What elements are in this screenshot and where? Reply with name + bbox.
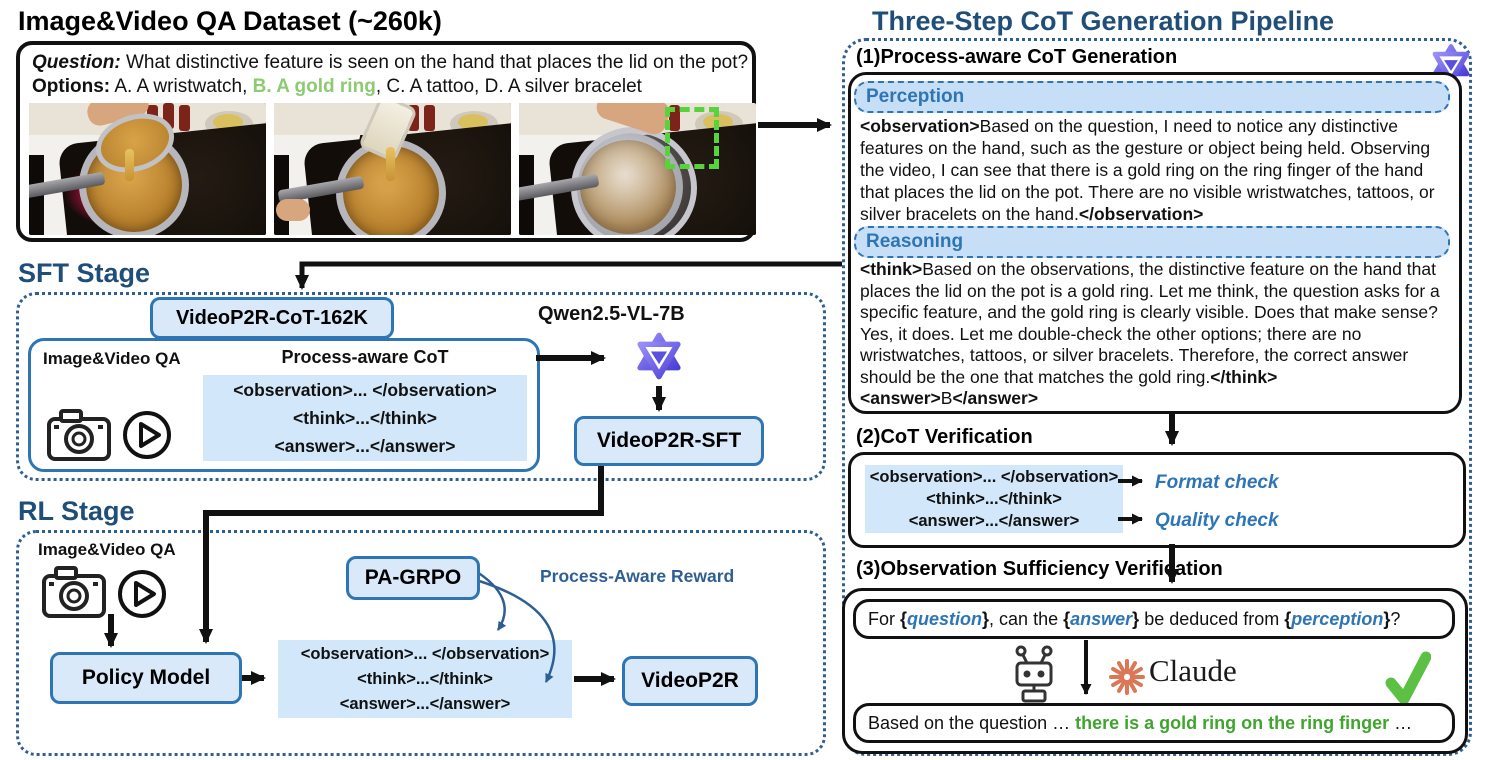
videop2r-pill: VideoP2R [622,656,758,706]
step3-box: For {question}, can the {answer} be dedu… [842,588,1468,754]
reasoning-section-label: Reasoning [854,226,1450,258]
sft-stage-title: SFT Stage [18,258,151,288]
sufficiency-result-box: Based on the question … there is a gold … [853,703,1455,743]
question-line: Question: What distinctive feature is se… [32,52,749,73]
green-dashed-roi-box [665,107,719,169]
sft-qa-label: Image&Video QA [43,349,181,368]
video-frame-2 [274,103,511,235]
sauce-bottle [669,105,680,131]
play-icon [118,570,166,618]
answer-tag: <answer>...</answer> [339,694,511,713]
claude-starburst-icon [1109,659,1145,695]
step2-box: <observation>... </observation> <think>.… [848,452,1466,548]
rl-stage-title: RL Stage [18,496,135,526]
video-frame-3 [519,103,756,235]
think-tag: <think>...</think> [293,408,437,428]
observation-tag: <observation>... </observation> [233,380,497,400]
play-icon [123,411,171,459]
sufficiency-result-text: Based on the question … there is a gold … [868,712,1413,733]
sft-cot-tags: <observation>... </observation> <think>.… [203,375,527,461]
answer-tag: <answer>...</answer> [908,512,1080,530]
format-check-label: Format check [1155,472,1279,493]
quality-check-label: Quality check [1155,510,1279,531]
step2-label: (2)CoT Verification [856,426,1033,448]
pour-stream [386,147,395,181]
green-check-icon [1385,651,1431,705]
step1-box: Perception <observation>Based on the que… [848,72,1462,414]
observation-tag: <observation>... </observation> [869,468,1119,486]
videop2r-sft-pill: VideoP2R-SFT [574,416,764,466]
observation-tag: <observation>... </observation> [300,644,550,663]
reasoning-text: <think>Based on the observations, the di… [860,259,1440,408]
process-aware-cot-label: Process-aware CoT [281,347,449,367]
qwen-logo-icon [1432,44,1470,84]
dataset-title: Image&Video QA Dataset (~260k) [18,6,442,36]
think-tag: <think>...</think> [926,490,1062,508]
think-tag: <think>...</think> [357,669,493,688]
qwen-model-label: Qwen2.5-VL-7B [538,303,685,325]
dataset-box: Question: What distinctive feature is se… [16,41,756,242]
rl-cot-tags: <observation>... </observation> <think>.… [278,640,572,718]
process-aware-reward-label: Process-Aware Reward [540,566,735,586]
claude-wordmark: Claude [1149,653,1237,688]
hand [276,199,310,221]
step2-cot-tags: <observation>... </observation> <think>.… [865,465,1123,533]
sft-data-box: Image&Video QA Process-aware CoT <observ… [28,338,540,472]
pour-stream [125,149,134,181]
sufficiency-question-box: For {question}, can the {answer} be dedu… [853,599,1455,639]
step3-label: (3)Observation Sufficiency Verification [856,558,1223,580]
sauce-bottle [179,105,190,131]
sauce-bottle [163,103,174,129]
perception-section-label: Perception [854,81,1450,113]
rl-qa-label: Image&Video QA [38,540,176,559]
pipeline-title: Three-Step CoT Generation Pipeline [872,6,1335,36]
videop2r-cot-162k-pill: VideoP2R-CoT-162K [150,297,394,339]
robot-icon [1015,645,1053,703]
sauce-bottle [424,105,435,131]
policy-model-pill: Policy Model [50,652,242,704]
answer-tag: <answer>...</answer> [274,436,456,456]
step1-label: (1)Process-aware CoT Generation [856,46,1178,68]
options-line: Options: A. A wristwatch, B. A gold ring… [32,76,642,97]
camera-icon [42,566,106,618]
qwen-logo-icon [637,332,681,380]
pipeline-box [842,38,1472,756]
video-frame-1 [29,103,266,235]
perception-text: <observation>Based on the question, I ne… [860,116,1435,224]
sufficiency-question-text: For {question}, can the {answer} be dedu… [868,608,1401,629]
pa-grpo-pill: PA-GRPO [346,556,480,600]
camera-icon [47,409,111,461]
